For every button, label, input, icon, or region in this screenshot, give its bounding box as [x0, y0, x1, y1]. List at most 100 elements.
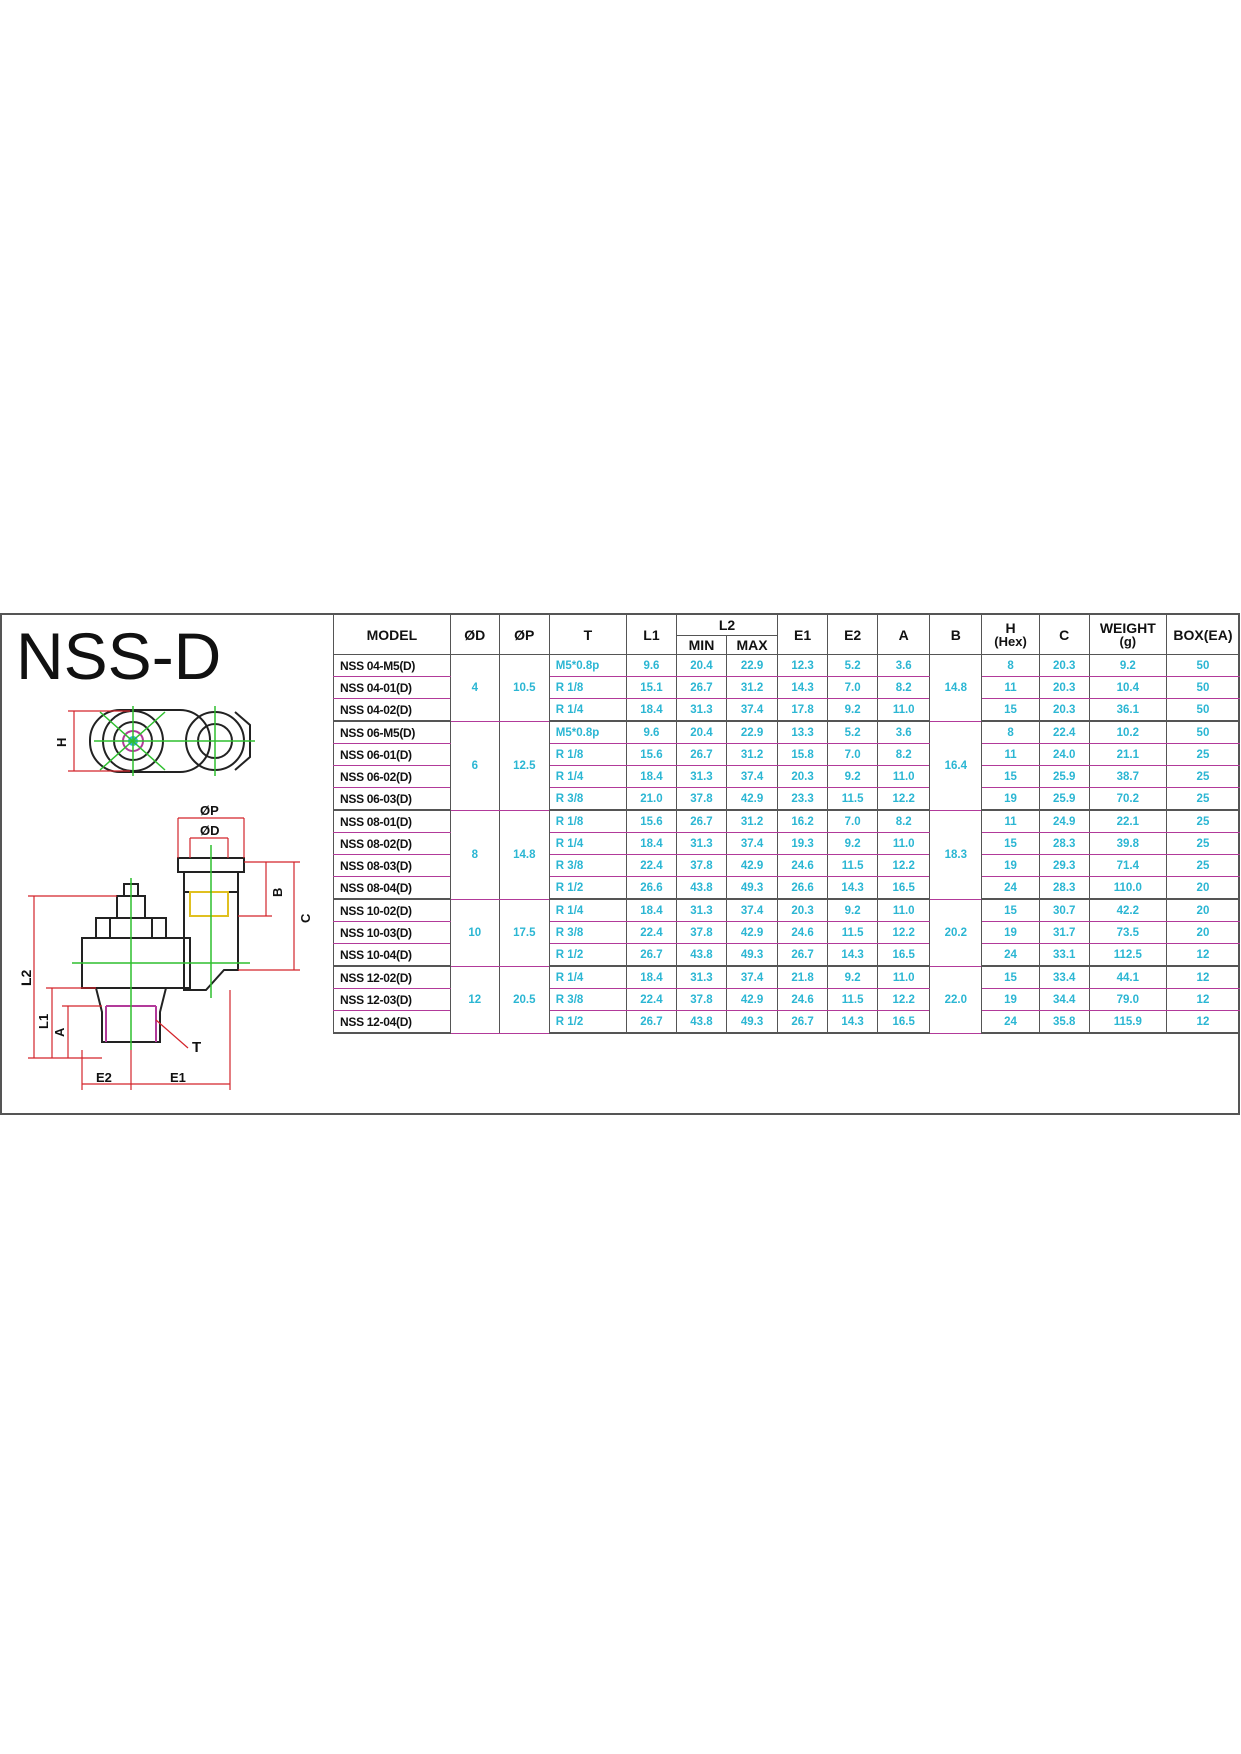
l1-cell: 18.4 — [625, 965, 677, 989]
max-cell: 49.3 — [725, 876, 779, 900]
t-cell: R 3/8 — [548, 988, 627, 1011]
e1-cell: 24.6 — [777, 988, 829, 1011]
a-cell: 8.2 — [877, 743, 931, 766]
e1-cell: 13.3 — [777, 720, 829, 744]
l1-cell: 9.6 — [625, 720, 677, 744]
min-cell: 31.3 — [675, 832, 728, 855]
box-cell: 25 — [1165, 854, 1241, 877]
max-cell: 37.4 — [725, 765, 779, 788]
box-cell: 25 — [1165, 743, 1241, 766]
model-cell: NSS 06-02(D) — [333, 765, 451, 788]
header-box: BOX(EA) — [1165, 614, 1241, 655]
header-l2-max: MAX — [725, 635, 779, 655]
box-cell: 50 — [1165, 720, 1241, 744]
model-cell: NSS 06-M5(D) — [333, 720, 451, 744]
label-t: T — [192, 1039, 201, 1056]
b-cell: 20.2 — [929, 898, 983, 967]
model-cell: NSS 10-02(D) — [333, 898, 451, 922]
e1-cell: 21.8 — [777, 965, 829, 989]
w-cell: 38.7 — [1088, 765, 1167, 788]
h-cell: 15 — [981, 765, 1040, 788]
c-cell: 20.3 — [1038, 676, 1090, 699]
header-e2: E2 — [827, 614, 879, 655]
c-cell: 29.3 — [1038, 854, 1090, 877]
e2-cell: 11.5 — [827, 988, 879, 1011]
e1-cell: 17.8 — [777, 698, 829, 722]
a-cell: 8.2 — [877, 809, 931, 833]
header-weight: WEIGHT(g) — [1088, 614, 1167, 655]
od-cell: 12 — [449, 965, 500, 1034]
max-cell: 37.4 — [725, 898, 779, 922]
max-cell: 42.9 — [725, 988, 779, 1011]
l1-cell: 21.0 — [625, 787, 677, 811]
w-cell: 71.4 — [1088, 854, 1167, 877]
h-cell: 24 — [981, 1010, 1040, 1034]
a-cell: 11.0 — [877, 698, 931, 722]
l1-cell: 26.7 — [625, 1010, 677, 1034]
e1-cell: 26.6 — [777, 876, 829, 900]
e2-cell: 7.0 — [827, 743, 879, 766]
box-cell: 25 — [1165, 809, 1241, 833]
t-cell: M5*0.8p — [548, 720, 627, 744]
b-cell: 18.3 — [929, 809, 983, 900]
t-cell: R 1/2 — [548, 943, 627, 967]
max-cell: 37.4 — [725, 832, 779, 855]
b-cell: 22.0 — [929, 965, 983, 1034]
w-cell: 21.1 — [1088, 743, 1167, 766]
side-view-centerlines — [72, 845, 250, 1050]
model-cell: NSS 10-04(D) — [333, 943, 451, 967]
model-cell: NSS 04-M5(D) — [333, 654, 451, 677]
c-cell: 28.3 — [1038, 832, 1090, 855]
label-e1: E1 — [170, 1070, 186, 1085]
header-h: H(Hex) — [981, 614, 1040, 655]
w-cell: 110.0 — [1088, 876, 1167, 900]
header-model: MODEL — [333, 614, 451, 655]
od-cell: 6 — [449, 720, 500, 811]
c-cell: 33.1 — [1038, 943, 1090, 967]
h-cell: 11 — [981, 743, 1040, 766]
model-cell: NSS 12-04(D) — [333, 1010, 451, 1034]
e2-cell: 9.2 — [827, 765, 879, 788]
h-cell: 11 — [981, 809, 1040, 833]
header-od: ØD — [449, 614, 500, 655]
min-cell: 20.4 — [675, 720, 728, 744]
e1-cell: 16.2 — [777, 809, 829, 833]
a-cell: 12.2 — [877, 921, 931, 944]
header-h-main: H — [1005, 619, 1016, 636]
t-cell: R 1/2 — [548, 876, 627, 900]
w-cell: 73.5 — [1088, 921, 1167, 944]
h-cell: 15 — [981, 698, 1040, 722]
header-l2-min: MIN — [675, 635, 728, 655]
e1-cell: 15.8 — [777, 743, 829, 766]
box-cell: 50 — [1165, 654, 1241, 677]
a-cell: 3.6 — [877, 654, 931, 677]
e1-cell: 14.3 — [777, 676, 829, 699]
label-c: C — [298, 913, 313, 923]
header-a: A — [877, 614, 931, 655]
c-cell: 34.4 — [1038, 988, 1090, 1011]
box-cell: 20 — [1165, 898, 1241, 922]
label-l2: L2 — [18, 969, 34, 986]
t-cell: M5*0.8p — [548, 654, 627, 677]
a-cell: 11.0 — [877, 832, 931, 855]
label-op: ØP — [200, 803, 219, 818]
e1-cell: 19.3 — [777, 832, 829, 855]
max-cell: 31.2 — [725, 809, 779, 833]
model-cell: NSS 08-02(D) — [333, 832, 451, 855]
model-cell: NSS 04-01(D) — [333, 676, 451, 699]
dimension-lines — [28, 817, 300, 1090]
h-cell: 8 — [981, 720, 1040, 744]
a-cell: 11.0 — [877, 765, 931, 788]
label-l1: L1 — [36, 1014, 51, 1029]
label-a: A — [52, 1027, 67, 1037]
e2-cell: 14.3 — [827, 1010, 879, 1034]
box-cell: 12 — [1165, 943, 1241, 967]
l1-cell: 22.4 — [625, 854, 677, 877]
od-cell: 8 — [449, 809, 500, 900]
c-cell: 28.3 — [1038, 876, 1090, 900]
